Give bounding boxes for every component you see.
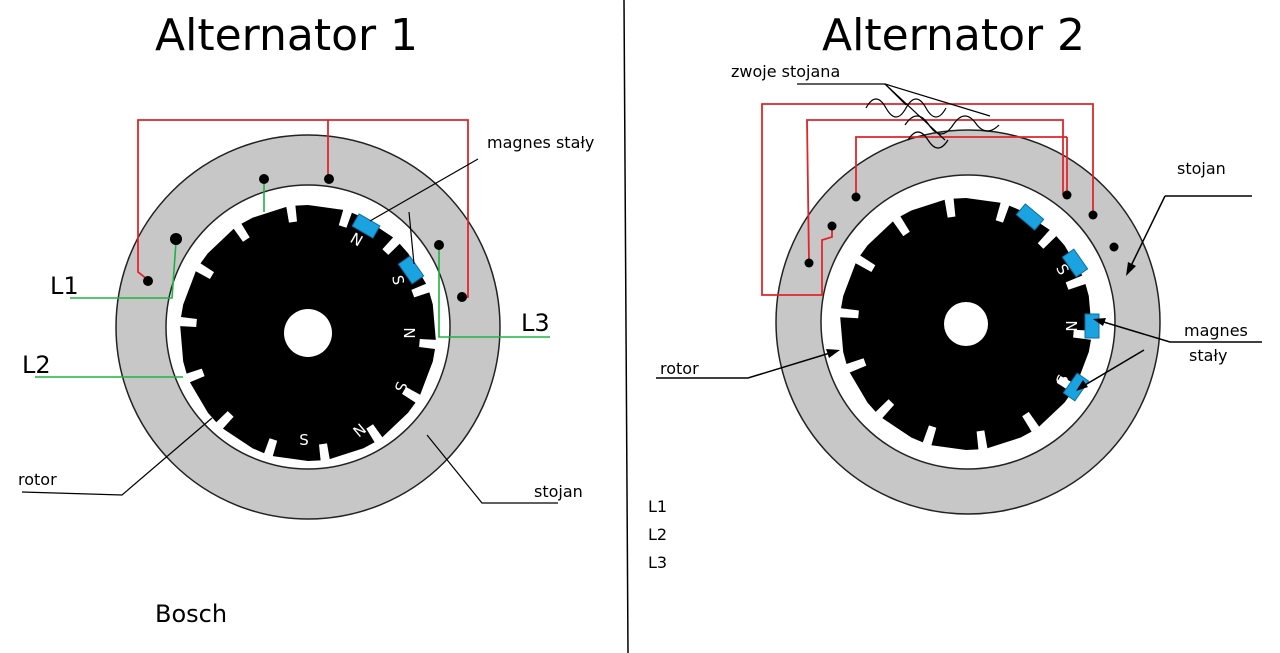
pole-label: S: [388, 274, 407, 287]
magnet-label: magnes stały: [487, 133, 594, 152]
rotor-shaft-hole: [284, 309, 332, 357]
l3-label: L3: [521, 309, 550, 337]
terminal-dot: [434, 240, 444, 250]
phase-wire: [855, 136, 1067, 197]
pole-label: S: [299, 431, 309, 449]
leader-line: [1127, 195, 1166, 273]
magnet-block: [1084, 313, 1100, 339]
alternator-1-title: Alternator 1: [155, 10, 418, 61]
arrow-head: [1076, 380, 1088, 391]
terminal-dot: [804, 258, 814, 268]
leader-line: [1079, 349, 1145, 389]
magnet-label-line2: stały: [1189, 346, 1227, 365]
lead-wire-l1: [70, 241, 177, 299]
leader-line: [369, 158, 479, 222]
maker-label: Bosch: [155, 600, 227, 628]
alternator-2-title: Alternator 2: [822, 10, 1085, 61]
terminal-dot: [143, 276, 153, 286]
stator-label: stojan: [1177, 159, 1226, 178]
leader-line: [656, 352, 831, 379]
phase-list-item: L2: [648, 525, 667, 544]
alternator-1: N S N S N S magnes stały L1 L2 L3 rotor …: [18, 119, 594, 628]
magnet-block: [1061, 248, 1089, 278]
pole-label: N: [1062, 320, 1080, 331]
arrow-head: [1126, 262, 1136, 276]
terminal-dot: [1062, 190, 1072, 200]
winding-coil: [907, 131, 949, 149]
terminal-dot: [1088, 210, 1098, 220]
leader-line: [408, 211, 415, 265]
rotor-label: rotor: [660, 359, 699, 378]
rotor-label: rotor: [18, 470, 57, 489]
magnet-block: [1062, 372, 1090, 402]
phase-wire: [806, 119, 1064, 263]
l1-label: L1: [50, 272, 79, 300]
winding-label: zwoje stojana: [731, 62, 840, 81]
arrow-head: [1093, 318, 1106, 326]
terminal-dot: [1109, 242, 1119, 252]
leader-line: [884, 83, 946, 141]
magnet-block: [1015, 203, 1045, 231]
stator-label: stojan: [534, 482, 583, 501]
magnet-block: [397, 255, 425, 285]
terminal-dot: [851, 192, 861, 202]
l2-label: L2: [22, 351, 51, 379]
leader-line: [884, 83, 991, 117]
terminal-dot: [170, 233, 182, 245]
alternator-2: N S N S zwoje sto: [648, 62, 1262, 572]
terminal-dot: [259, 174, 269, 184]
pole-label: N: [400, 327, 418, 338]
terminal-dot: [827, 221, 837, 231]
winding-coil: [904, 115, 1000, 135]
phase-list-item: L3: [648, 553, 667, 572]
leader-line: [426, 434, 558, 504]
terminal-dot: [324, 174, 334, 184]
rotor-shaft-hole: [944, 302, 988, 346]
phase-list-item: L1: [648, 497, 667, 516]
divider-line: [623, 0, 629, 653]
magnet-block: [351, 213, 381, 239]
leader-line: [21, 417, 213, 496]
leader-line: [797, 83, 907, 106]
arrow-head: [826, 349, 840, 358]
terminal-dot: [457, 292, 467, 302]
magnet-label-line1: magnes: [1184, 321, 1248, 340]
phase-wire: [761, 103, 1094, 296]
leader-line: [1096, 319, 1171, 343]
winding-coil: [865, 98, 947, 118]
lead-wire-l3: [438, 247, 550, 338]
